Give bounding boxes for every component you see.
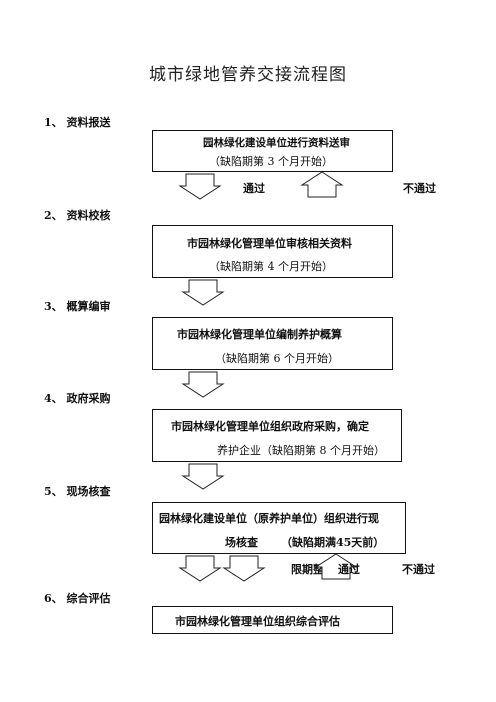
- step-box-4-line2: 养护企业（缺陷期第 8 个月开始）: [217, 444, 385, 457]
- step-box-4: 市园林绿化管理单位组织政府采购，确定 养护企业（缺陷期第 8 个月开始）: [152, 409, 402, 462]
- step-box-6: 市园林绿化管理单位组织综合评估: [152, 606, 393, 634]
- step-box-1: 园林绿化建设单位进行资料送审 （缺陷期第 3 个月开始）: [152, 130, 393, 172]
- step-box-5: 园林绿化建设单位（原养护单位）组织进行现 场核查 （缺陷期满45天前）: [152, 502, 406, 554]
- step-box-3-line2: （缺陷期第 6 个月开始）: [215, 352, 339, 365]
- fail-label-5: 不通过: [402, 563, 435, 576]
- pass-label-1: 通过: [243, 182, 265, 195]
- step-label-1: 1、 资料报送: [44, 116, 111, 129]
- step-box-4-line1: 市园林绿化管理单位组织政府采购，确定: [171, 420, 369, 433]
- down-arrow-4: [181, 463, 225, 490]
- step-box-6-line1: 市园林绿化管理单位组织综合评估: [175, 615, 340, 628]
- up-arrow-1: [300, 171, 344, 198]
- down-arrow-5b: [222, 555, 266, 582]
- pass2-label-5: 通过: [338, 563, 360, 576]
- step-label-4: 4、 政府采购: [44, 392, 111, 405]
- step-box-1-line1: 园林绿化建设单位进行资料送审: [203, 137, 350, 149]
- step-box-5-line1: 园林绿化建设单位（原养护单位）组织进行现: [159, 512, 379, 525]
- step-label-2: 2、 资料校核: [44, 209, 111, 222]
- down-arrow-5a: [178, 555, 222, 582]
- step-label-5: 5、 现场核查: [44, 485, 111, 498]
- step-box-1-line2: （缺陷期第 3 个月开始）: [209, 155, 333, 168]
- step-box-3: 市园林绿化管理单位编制养护概算 （缺陷期第 6 个月开始）: [152, 317, 393, 370]
- step-box-2-line1: 市园林绿化管理单位审核相关资料: [187, 237, 352, 250]
- step-box-2: 市园林绿化管理单位审核相关资料 （缺陷期第 4 个月开始）: [152, 225, 393, 278]
- fail-label-1: 不通过: [403, 182, 436, 195]
- page-title: 城市绿地管养交接流程图: [149, 65, 347, 85]
- step-box-3-line1: 市园林绿化管理单位编制养护概算: [177, 328, 342, 341]
- step-label-3: 3、 概算编审: [44, 300, 111, 313]
- up-arrow-5: [314, 553, 358, 580]
- step-label-6: 6、 综合评估: [44, 592, 111, 605]
- down-arrow-2: [181, 279, 225, 306]
- down-arrow-3: [181, 371, 225, 398]
- step-box-2-line2: （缺陷期第 4 个月开始）: [209, 260, 333, 273]
- down-arrow-1: [178, 173, 222, 200]
- step-box-5-line2: 场核查 （缺陷期满45天前）: [225, 536, 385, 549]
